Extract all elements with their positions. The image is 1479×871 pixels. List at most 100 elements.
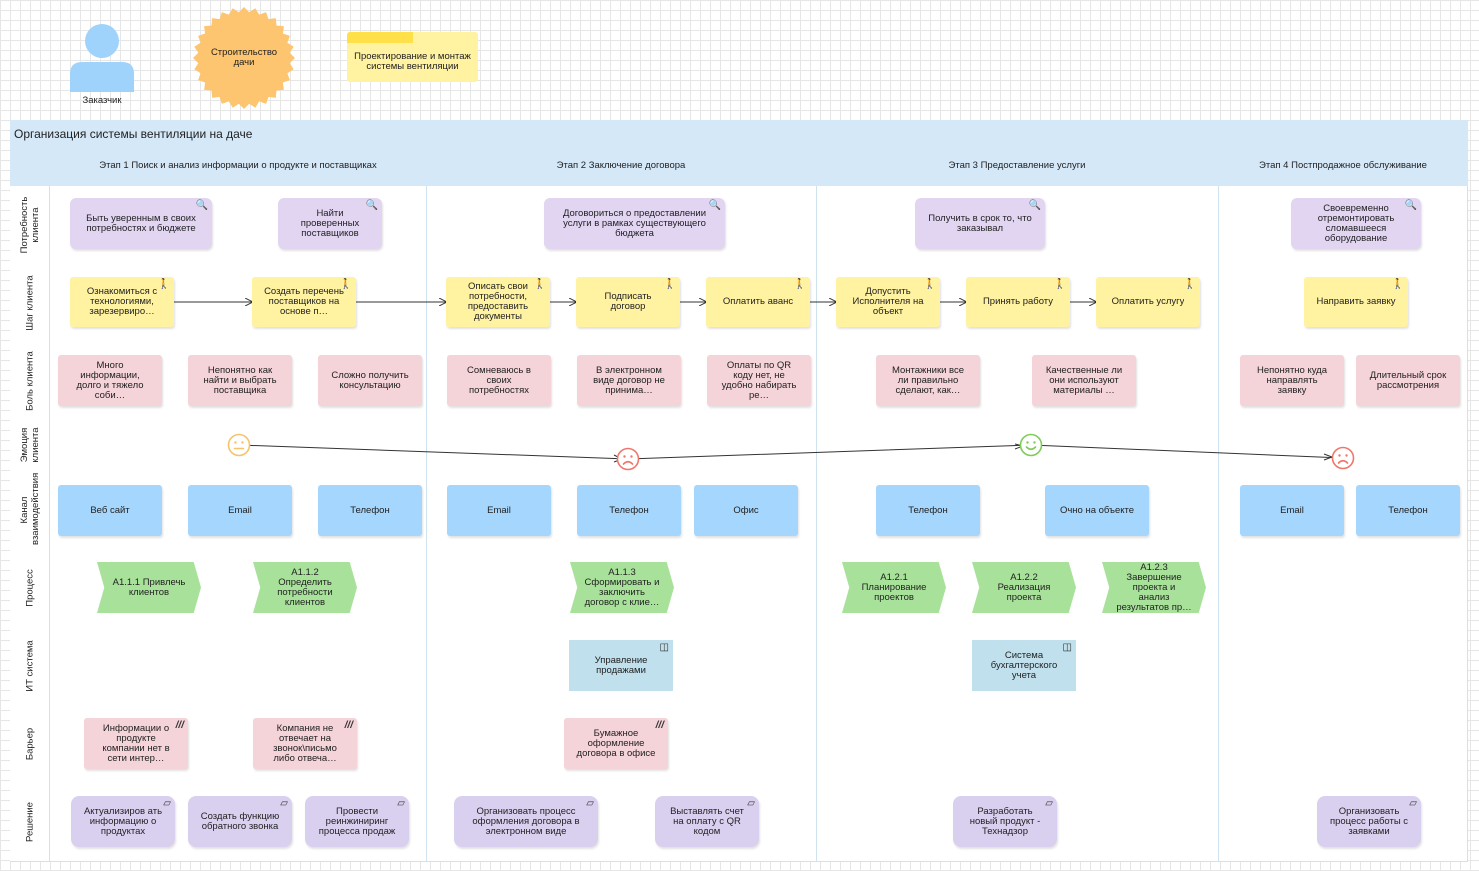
need-card[interactable]: Договориться о предоставлении услуги в р…	[544, 198, 725, 249]
channel-card[interactable]: Телефон	[577, 485, 681, 536]
channel-card[interactable]: Телефон	[318, 485, 422, 536]
process-text: A1.2.1 Планирование проектов	[861, 572, 927, 603]
hatch-icon: ///	[175, 720, 184, 731]
barrier-card[interactable]: Информации о продукте компании нет в сет…	[84, 718, 188, 769]
it-system-text: Система бухгалтерского учета	[990, 650, 1058, 681]
solution-card[interactable]: Организовать процесс оформления договора…	[454, 796, 598, 847]
parallelogram-icon: ▱	[747, 798, 755, 809]
process-card[interactable]: A1.2.3 Завершение проекта и анализ резул…	[1102, 562, 1206, 613]
pain-text: Непонятно как найти и выбрать поставщика	[203, 365, 277, 396]
solution-card[interactable]: Организовать процесс работы с заявками▱	[1317, 796, 1421, 847]
pain-text: В электронном виде договор не принима…	[593, 365, 665, 396]
need-text: Найти проверенных поставщиков	[300, 208, 360, 239]
solution-text: Организовать процесс оформления договора…	[472, 806, 580, 837]
barrier-card[interactable]: Бумажное оформление договора в офисе///	[564, 718, 668, 769]
solution-text: Выставлять счет на оплату с QR кодом	[670, 806, 744, 837]
pain-card[interactable]: В электронном виде договор не принима…	[577, 355, 681, 406]
it-system-text: Управление продажами	[594, 655, 648, 676]
channel-text: Телефон	[908, 505, 948, 516]
channel-card[interactable]: Email	[447, 485, 551, 536]
process-card[interactable]: A1.1.3 Сформировать и заключить договор …	[570, 562, 674, 613]
process-text: A1.1.1 Привлечь клиентов	[112, 577, 186, 598]
happy-face-icon	[1019, 433, 1043, 457]
channel-card[interactable]: Телефон	[876, 485, 980, 536]
pain-card[interactable]: Монтажники все ли правильно сделают, как…	[876, 355, 980, 406]
walking-person-icon: 🚶	[1183, 279, 1196, 290]
parallelogram-icon: ▱	[163, 798, 171, 809]
channel-text: Офис	[733, 505, 759, 516]
channel-card[interactable]: Email	[188, 485, 292, 536]
customer-person-icon	[70, 24, 134, 92]
need-text: Быть уверенным в своих потребностях и бю…	[86, 213, 196, 234]
board-title: Организация системы вентиляции на даче	[14, 127, 253, 141]
pain-card[interactable]: Сомневаюсь в своих потребностях	[447, 355, 551, 406]
channel-card[interactable]: Очно на объекте	[1045, 485, 1149, 536]
it-system-card[interactable]: Управление продажами ◫	[569, 640, 673, 691]
channel-card[interactable]: Email	[1240, 485, 1344, 536]
lane-needs	[10, 186, 1468, 265]
step-card[interactable]: Ознакомиться с технологиями, зарезервиро…	[70, 277, 174, 327]
solution-card[interactable]: Создать функцию обратного звонка▱	[188, 796, 292, 847]
pain-card[interactable]: Оплаты по QR коду нет, не удобно набират…	[707, 355, 811, 406]
walking-person-icon: 🚶	[923, 279, 936, 290]
solution-text: Актуализиров ать информацию о продуктах	[83, 806, 163, 837]
pain-card[interactable]: Непонятно как найти и выбрать поставщика	[188, 355, 292, 406]
walking-person-icon: 🚶	[533, 279, 546, 290]
project-seal-shape	[193, 7, 295, 109]
barrier-card[interactable]: Компания не отвечает на звонок\письмо ли…	[253, 718, 357, 769]
channel-text: Телефон	[609, 505, 649, 516]
parallelogram-icon: ▱	[397, 798, 405, 809]
pain-card[interactable]: Длительный срок рассмотрения	[1356, 355, 1460, 406]
process-card[interactable]: A1.1.2 Определить потребности клиентов	[253, 562, 357, 613]
step-card[interactable]: Направить заявку🚶	[1304, 277, 1408, 327]
it-system-card[interactable]: Система бухгалтерского учета◫	[972, 640, 1076, 691]
pain-text: Качественные ли они используют материалы…	[1045, 365, 1123, 396]
pain-card[interactable]: Много информации, долго и тяжело соби…	[58, 355, 162, 406]
solution-card[interactable]: Актуализиров ать информацию о продуктах▱	[71, 796, 175, 847]
step-card[interactable]: Допустить Исполнителя на объект🚶	[836, 277, 940, 327]
pain-card[interactable]: Сложно получить консультацию	[318, 355, 422, 406]
step-text: Создать перечень поставщиков на основе п…	[264, 287, 344, 317]
lane-head-pains: Боль клиента	[10, 342, 50, 420]
need-card[interactable]: Найти проверенных поставщиков🔍	[278, 198, 382, 249]
process-card[interactable]: A1.1.1 Привлечь клиентов	[97, 562, 201, 613]
walking-person-icon: 🚶	[793, 279, 806, 290]
lane-head-barriers: Барьер	[10, 705, 50, 784]
stage-divider	[426, 186, 427, 861]
solution-card[interactable]: Разработать новый продукт - Технадзор▱	[953, 796, 1057, 847]
step-card[interactable]: Оплатить аванс🚶	[706, 277, 810, 327]
process-card[interactable]: A1.2.2 Реализация проекта	[972, 562, 1076, 613]
step-text: Допустить Исполнителя на объект	[852, 287, 924, 317]
need-card[interactable]: Получить в срок то, что заказывал🔍	[915, 198, 1045, 249]
pain-text: Сомневаюсь в своих потребностях	[467, 365, 531, 396]
lane-it	[10, 627, 1468, 706]
step-card[interactable]: Создать перечень поставщиков на основе п…	[252, 277, 356, 327]
pain-card[interactable]: Качественные ли они используют материалы…	[1032, 355, 1136, 406]
solution-card[interactable]: Выставлять счет на оплату с QR кодом▱	[655, 796, 759, 847]
board-right-border	[1467, 186, 1468, 861]
need-card[interactable]: Быть уверенным в своих потребностях и бю…	[70, 198, 212, 249]
process-card[interactable]: A1.2.1 Планирование проектов	[842, 562, 946, 613]
process-text: A1.1.3 Сформировать и заключить договор …	[584, 567, 660, 608]
need-card[interactable]: Своевременно отремонтировать сломавшееся…	[1291, 198, 1421, 249]
need-text: Своевременно отремонтировать сломавшееся…	[1317, 203, 1395, 244]
stage-3-label: Этап 3 Предоставление услуги	[948, 160, 1086, 171]
step-card[interactable]: Подписать договор🚶	[576, 277, 680, 327]
channel-text: Телефон	[350, 505, 390, 516]
channel-text: Email	[1280, 505, 1304, 516]
channel-text: Email	[487, 505, 511, 516]
step-card[interactable]: Описать свои потребности, предоставить д…	[446, 277, 550, 327]
service-label: Проектирование и монтаж системы вентиляц…	[354, 51, 471, 72]
channel-card[interactable]: Веб сайт	[58, 485, 162, 536]
channel-card[interactable]: Офис	[694, 485, 798, 536]
pain-text: Сложно получить консультацию	[331, 370, 409, 391]
step-card[interactable]: Оплатить услугу🚶	[1096, 277, 1200, 327]
component-icon: ◫	[659, 642, 669, 653]
lane-head-processes: Процесс	[10, 549, 50, 628]
step-text: Описать свои потребности, предоставить д…	[467, 282, 529, 322]
solution-card[interactable]: Провести реинжиниринг процесса продаж▱	[305, 796, 409, 847]
barrier-text: Компания не отвечает на звонок\письмо ли…	[273, 723, 337, 764]
pain-card[interactable]: Непонятно куда направлять заявку	[1240, 355, 1344, 406]
step-card[interactable]: Принять работу🚶	[966, 277, 1070, 327]
channel-card[interactable]: Телефон	[1356, 485, 1460, 536]
